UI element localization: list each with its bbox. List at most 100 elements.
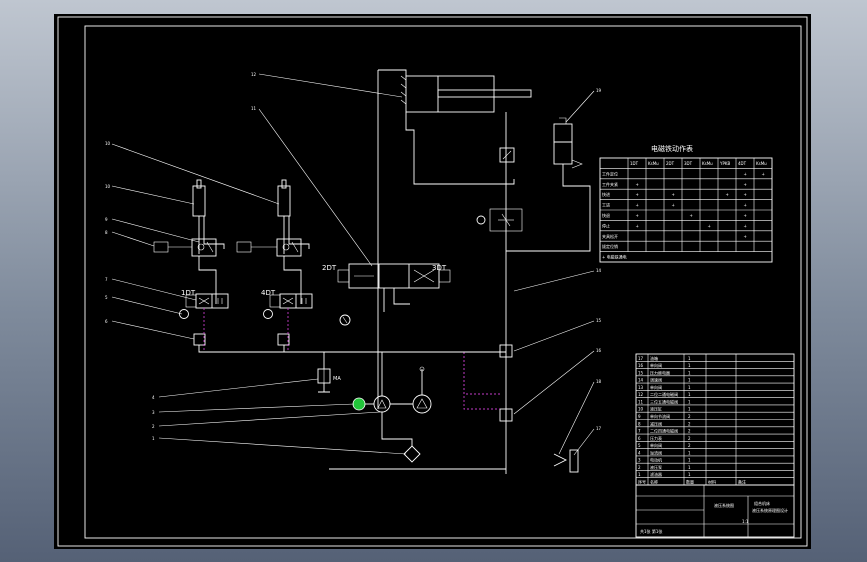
part-name: 调速阀: [650, 377, 662, 383]
callout-leaders: [111, 73, 595, 456]
sol-mark: +: [744, 171, 747, 176]
sol-mark: +: [744, 223, 747, 228]
part-qty: 1: [688, 378, 691, 383]
check-valve-left: [193, 333, 206, 346]
part-name: 二位二通电磁阀: [650, 391, 678, 397]
main-cylinder: [400, 75, 532, 113]
part-no: 6: [638, 436, 641, 441]
sol-mark: +: [636, 192, 639, 197]
sol-row-name: 停止: [602, 222, 610, 228]
sol-header-cell: KsMu: [702, 161, 713, 166]
part-qty: 1: [688, 458, 691, 463]
part-qty: 1: [688, 370, 691, 375]
sol-row-name: 夹具松开: [602, 233, 618, 239]
callout-2: 2: [152, 424, 155, 429]
part-qty: 1: [688, 356, 691, 361]
sol-mark: +: [744, 213, 747, 218]
drawing-sheet: 2DT 3DT: [54, 14, 811, 549]
part-qty: 2: [688, 421, 691, 426]
callout-16: 16: [596, 348, 602, 353]
part-no: 9: [638, 414, 641, 419]
callout-10b: 10: [105, 184, 111, 189]
title-block: 液压系统图 组合机床 液压系统原理图设计 1:1 共1张 第1张: [635, 484, 795, 538]
sol-mark: +: [672, 192, 675, 197]
drawing-sheet-count: 共1张 第1张: [640, 528, 662, 534]
part-no: 1: [638, 472, 641, 477]
part-qty: 1: [688, 465, 691, 470]
drawing-school: 组合机床: [754, 500, 770, 506]
parts-header-cell: 名称: [650, 479, 658, 485]
solenoid-table-title: 电磁铁动作表: [651, 144, 693, 153]
callout-5: 5: [105, 295, 108, 300]
sol-row-name: 快进: [602, 191, 610, 197]
pressure-gauge-left: [179, 309, 189, 319]
callout-11: 11: [251, 106, 257, 111]
hydraulic-schematic: 2DT 3DT: [57, 16, 808, 547]
part-no: 3: [638, 458, 641, 463]
part-no: 14: [638, 378, 644, 383]
part-qty: 1: [688, 407, 691, 412]
part-name: 油箱: [650, 355, 658, 361]
callout-12: 12: [251, 72, 257, 77]
callout-19: 19: [596, 88, 602, 93]
part-no: 15: [638, 370, 644, 375]
sol-row-name: 拔定位销: [602, 243, 618, 249]
part-no: 8: [638, 421, 641, 426]
drawing-scale: 1:1: [742, 519, 749, 524]
relief-valve-code: MA: [333, 376, 341, 382]
part-qty: 2: [688, 443, 691, 448]
part-no: 16: [638, 363, 644, 368]
part-name: 压力表: [650, 435, 662, 441]
outer-frame: [57, 16, 808, 547]
part-no: 7: [638, 429, 641, 434]
part-qty: 1: [688, 472, 691, 477]
clamp-cylinder-left: [192, 179, 225, 254]
part-name: 液压泵: [650, 464, 662, 470]
sol-row-name: 工件定位: [602, 170, 618, 176]
main-directional-valve: 2DT 3DT: [322, 263, 451, 312]
part-no: 4: [638, 450, 641, 455]
part-qty: 1: [688, 392, 691, 397]
sol-header-cell: YPKB: [719, 161, 730, 166]
sol-mark: +: [636, 182, 639, 187]
part-qty: 2: [688, 429, 691, 434]
part-name: 单向阀: [650, 384, 662, 390]
check-valve-right: [277, 333, 290, 346]
part-name: 压力继电器: [650, 369, 670, 375]
pump-motor: [352, 352, 432, 414]
sol-mark: +: [726, 192, 729, 197]
callout-18: 18: [596, 379, 602, 384]
part-qty: 1: [688, 363, 691, 368]
part-name: 电动机: [650, 457, 662, 463]
part-qty: 1: [688, 450, 691, 455]
solenoid-label-2dt: 2DT: [322, 264, 337, 272]
solenoid-label-3dt: 3DT: [432, 264, 447, 272]
two-position-valve-top: [499, 117, 591, 252]
sol-row-name: 快退: [602, 212, 610, 218]
directional-valve-right: 4DT: [261, 289, 313, 309]
callout-10: 10: [105, 141, 111, 146]
sol-row-name: 工进: [602, 202, 610, 208]
drawing-name: 液压系统图: [714, 502, 734, 508]
tank-check-17: [553, 449, 579, 473]
filter: [381, 412, 421, 463]
callout-3: 3: [152, 410, 155, 415]
relief-valve: MA: [317, 352, 341, 393]
sol-header-cell: KsMu: [756, 161, 767, 166]
check-valve-16: [499, 408, 513, 422]
pressure-switch: [499, 344, 513, 358]
sol-mark: +: [708, 223, 711, 228]
part-no: 12: [638, 392, 644, 397]
callout-8: 8: [105, 230, 108, 235]
part-qty: 1: [688, 399, 691, 404]
part-no: 5: [638, 443, 641, 448]
sol-mark: +: [636, 213, 639, 218]
part-name: 减压阀: [650, 420, 662, 426]
sol-note: + 电磁铁通电: [602, 254, 627, 260]
sol-mark: +: [744, 192, 747, 197]
part-no: 2: [638, 465, 641, 470]
part-name: 单向阀: [650, 362, 662, 368]
sol-mark: +: [762, 171, 765, 176]
